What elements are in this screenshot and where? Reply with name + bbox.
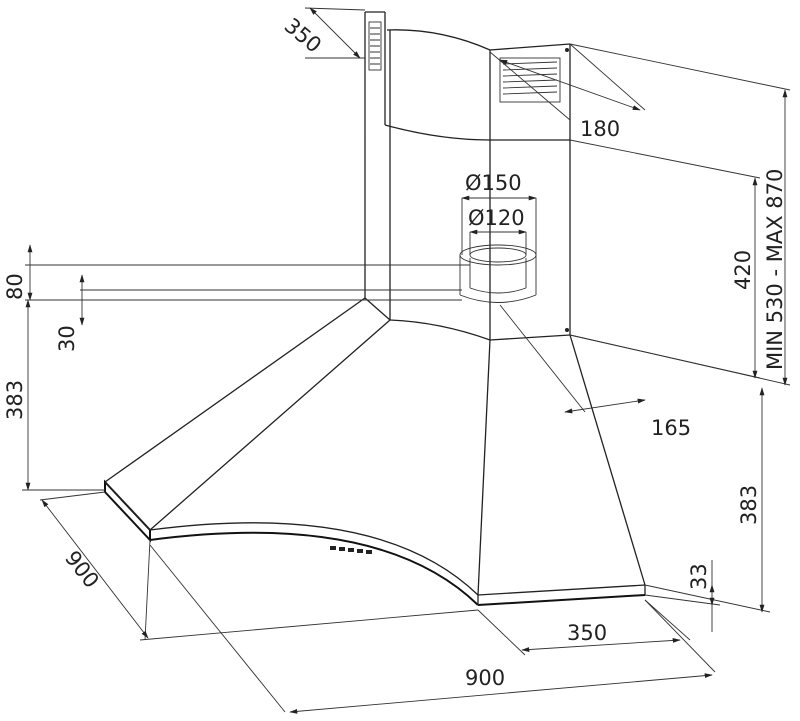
- lower-chimney: [364, 130, 571, 341]
- label-depth: 900: [60, 546, 104, 592]
- vent-grille-left-icon: [368, 21, 382, 71]
- label-edge-thickness: 33: [687, 563, 711, 590]
- label-chimney-width: 180: [580, 117, 620, 141]
- label-height-range: MIN 530 - MAX 870: [763, 169, 787, 370]
- label-collar-height: 80: [3, 273, 27, 300]
- label-left-height: 383: [3, 380, 27, 420]
- control-buttons-icon: [330, 546, 372, 554]
- label-collar-offset: 30: [55, 325, 79, 352]
- label-front-width: 350: [567, 621, 607, 645]
- label-chimney-depth: 350: [280, 13, 326, 57]
- label-duct-outer: Ø150: [465, 171, 522, 195]
- canopy: [104, 297, 646, 606]
- duct-collar: [459, 244, 537, 303]
- label-duct-offset: 165: [651, 416, 691, 440]
- label-upper-chimney: 420: [731, 250, 755, 290]
- label-width: 900: [465, 666, 505, 690]
- dimension-labels: 350 180 Ø150 Ø120 80 30 383 MIN 530 - MA…: [3, 13, 787, 690]
- screw-lower-icon: [565, 328, 569, 332]
- label-duct-inner: Ø120: [468, 206, 525, 230]
- label-canopy-height: 383: [737, 485, 761, 525]
- screw-icon: [565, 48, 569, 52]
- dimension-lines: [22, 7, 791, 714]
- upper-chimney: [364, 11, 571, 141]
